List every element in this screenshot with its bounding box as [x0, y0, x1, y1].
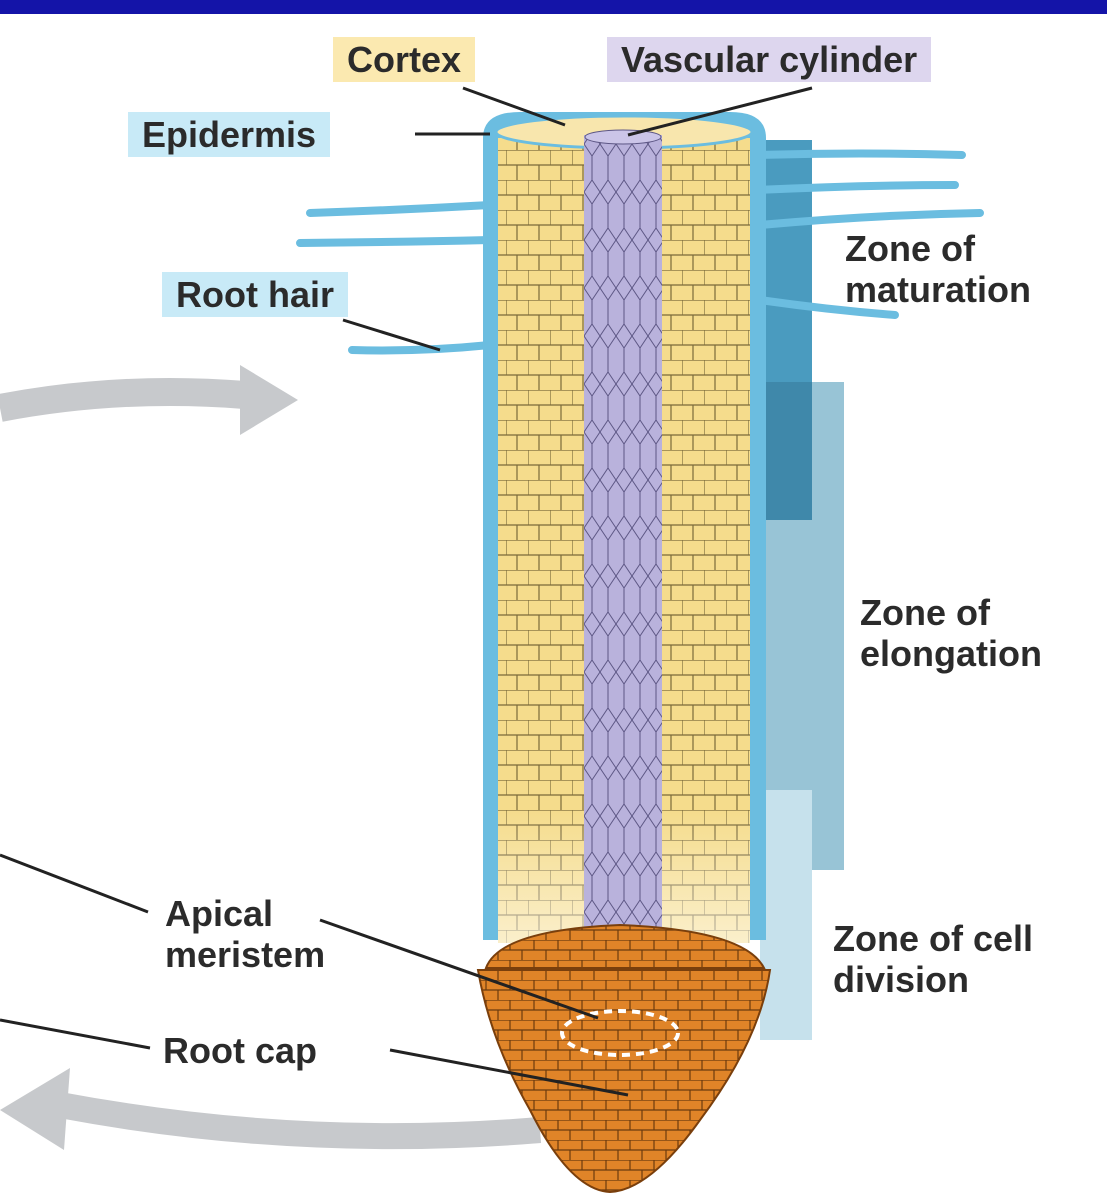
root-cap-label: Root cap: [163, 1030, 317, 1071]
gray-arrow-upper: [0, 365, 298, 435]
vascular-cylinder: [584, 135, 662, 945]
vascular-cylinder-label: Vascular cylinder: [607, 37, 931, 82]
top-bar: [0, 0, 1107, 14]
zone-bar-division: [760, 790, 812, 1040]
gray-arrow-lower: [0, 1068, 540, 1150]
epidermis-label: Epidermis: [128, 112, 330, 157]
zone-bar-overlap: [760, 382, 812, 520]
zone-elongation-label: Zone of elongation: [860, 592, 1042, 675]
root-hair-label: Root hair: [162, 272, 348, 317]
zone-division-label: Zone of cell division: [833, 918, 1033, 1001]
apical-meristem-label: Apical meristem: [165, 893, 325, 976]
zone-maturation-label: Zone of maturation: [845, 228, 1031, 311]
cortex-label: Cortex: [333, 37, 475, 82]
root-cap: [478, 970, 770, 1192]
